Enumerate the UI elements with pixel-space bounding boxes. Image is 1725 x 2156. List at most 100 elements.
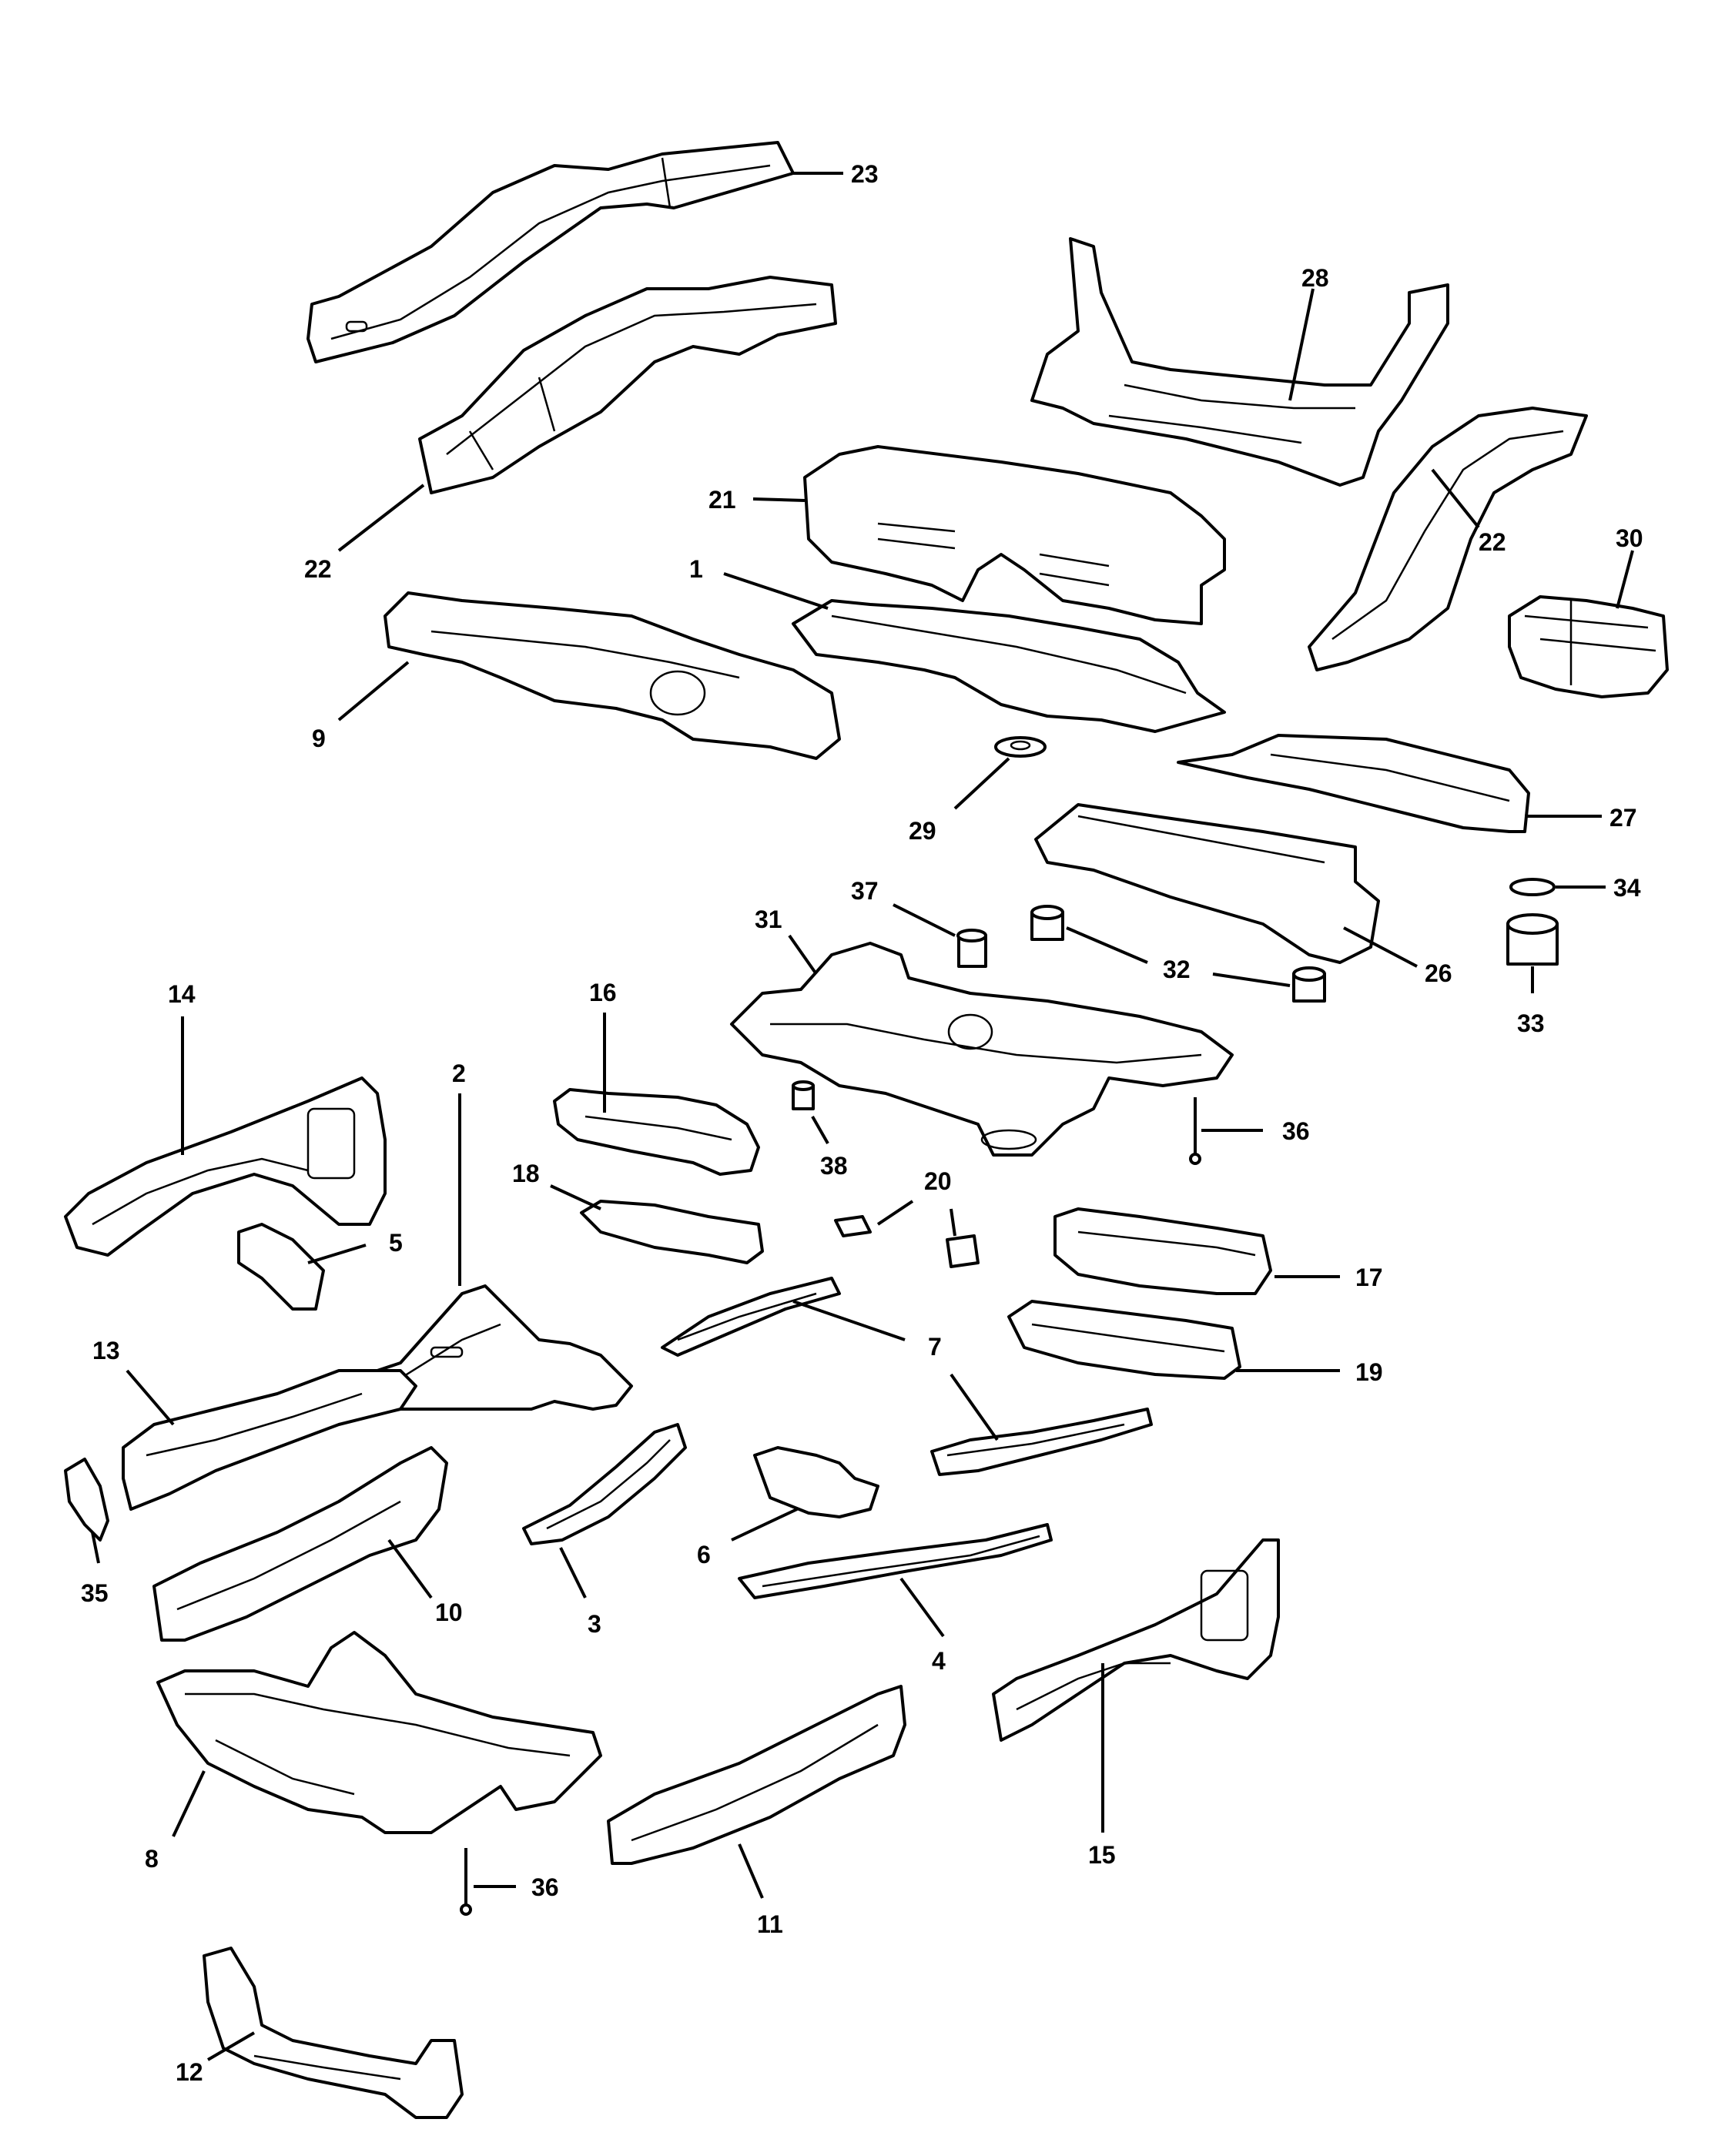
- part-4-floor-rail: [738, 1523, 1053, 1599]
- part-27-crossmember: [1177, 734, 1530, 833]
- part-6-bracket: [753, 1446, 879, 1518]
- part-34-washer: [1509, 878, 1556, 896]
- callout-8: 8: [145, 1845, 159, 1873]
- part-32-bushing-a: [1030, 905, 1064, 941]
- callout-9: 9: [312, 725, 326, 752]
- callout-36-lower: 36: [531, 1873, 559, 1901]
- part-31-rear-subframe: [730, 942, 1234, 1157]
- callout-35: 35: [81, 1579, 109, 1607]
- callout-26: 26: [1425, 959, 1452, 987]
- part-8-front-subframe: [156, 1631, 602, 1834]
- part-20-clip-b: [946, 1234, 980, 1268]
- part-14-left-wheelhouse: [64, 1076, 387, 1257]
- part-32-bushing-b: [1292, 966, 1326, 1003]
- part-38-bushing: [792, 1080, 815, 1110]
- leader-28: [1288, 288, 1315, 401]
- part-22-right-frame-rail: [1308, 407, 1588, 671]
- callout-5: 5: [389, 1229, 403, 1257]
- leader-11: [738, 1843, 764, 1899]
- part-33-bushing: [1506, 913, 1559, 966]
- part-19-bracket: [1007, 1300, 1241, 1380]
- part-3-reinforcement: [522, 1423, 687, 1545]
- callout-20: 20: [924, 1167, 952, 1195]
- leader-35: [91, 1532, 100, 1564]
- callout-10: 10: [435, 1599, 463, 1626]
- part-7-floor-rail-lower: [930, 1408, 1153, 1476]
- leader-9: [337, 661, 410, 721]
- leader-7-upper: [792, 1300, 906, 1341]
- part-21-tunnel-cover: [803, 445, 1226, 625]
- callout-14: 14: [168, 980, 196, 1008]
- leader-32-b: [1212, 973, 1291, 987]
- callout-33: 33: [1517, 1009, 1545, 1037]
- callout-18: 18: [512, 1160, 540, 1187]
- part-16-bracket: [553, 1088, 760, 1176]
- part-37-bushing: [956, 929, 987, 968]
- callout-22-right: 22: [1479, 528, 1506, 556]
- leader-31: [788, 934, 818, 976]
- part-13-front-rail: [122, 1369, 417, 1511]
- leader-5: [307, 1244, 367, 1264]
- part-30-battery-tray: [1508, 595, 1669, 698]
- part-28-rear-panel: [1030, 237, 1449, 487]
- callout-6: 6: [697, 1541, 711, 1568]
- leader-20-b: [950, 1208, 956, 1237]
- part-5-bracket: [237, 1223, 325, 1311]
- callout-30: 30: [1616, 524, 1643, 552]
- part-9-floor-assembly: [384, 591, 841, 760]
- leader-3: [559, 1547, 587, 1599]
- callout-15: 15: [1088, 1841, 1116, 1869]
- callout-13: 13: [92, 1337, 120, 1364]
- callout-4: 4: [932, 1647, 946, 1675]
- callout-12: 12: [176, 2058, 203, 2086]
- callout-36-upper: 36: [1282, 1117, 1310, 1145]
- callout-21: 21: [708, 486, 736, 514]
- callout-19: 19: [1355, 1358, 1383, 1386]
- leader-13: [126, 1369, 175, 1426]
- callout-17: 17: [1355, 1264, 1383, 1291]
- part-35-plate: [64, 1458, 109, 1542]
- leader-18: [550, 1184, 601, 1210]
- leader-1: [723, 572, 829, 610]
- leader-26: [1343, 926, 1418, 968]
- part-22-left-frame-rail: [418, 276, 837, 494]
- callout-31: 31: [755, 906, 782, 933]
- callout-28: 28: [1301, 264, 1329, 292]
- part-26-crossmember: [1034, 803, 1380, 964]
- part-17-bracket: [1053, 1207, 1272, 1295]
- callout-16: 16: [589, 979, 617, 1006]
- part-12-radiator-support: [203, 1947, 464, 2119]
- callout-29: 29: [909, 817, 936, 845]
- callout-23: 23: [851, 160, 879, 188]
- callout-11: 11: [757, 1910, 783, 1938]
- callout-37: 37: [851, 877, 879, 905]
- leader-30: [1616, 550, 1634, 609]
- leader-38: [811, 1116, 829, 1144]
- part-18-bracket: [580, 1200, 764, 1264]
- part-23-frame-rail: [306, 141, 795, 363]
- leader-32-a: [1066, 926, 1148, 964]
- part-11-frame-rail: [607, 1685, 906, 1865]
- callout-32: 32: [1163, 956, 1191, 983]
- part-10-frame-rail: [152, 1446, 448, 1642]
- leader-20-a: [876, 1200, 914, 1226]
- part-20-clip-a: [834, 1215, 872, 1237]
- leader-37: [893, 903, 956, 937]
- leader-6: [731, 1508, 798, 1542]
- part-29-grommet: [994, 736, 1047, 758]
- callout-38: 38: [820, 1152, 848, 1180]
- leader-8: [172, 1770, 206, 1837]
- callout-2: 2: [452, 1060, 466, 1087]
- callout-22-left: 22: [304, 555, 332, 583]
- part-1-floor-pan: [792, 599, 1226, 733]
- leader-12: [206, 2031, 256, 2061]
- part-36-bolt-upper: [1189, 1097, 1201, 1165]
- leader-10: [387, 1538, 433, 1599]
- leader-22-right: [1431, 468, 1480, 529]
- leader-4: [899, 1577, 945, 1638]
- part-7-floor-rail-upper: [661, 1277, 841, 1357]
- leader-22-left: [337, 484, 425, 552]
- callout-1: 1: [689, 555, 703, 583]
- callout-7: 7: [928, 1333, 942, 1361]
